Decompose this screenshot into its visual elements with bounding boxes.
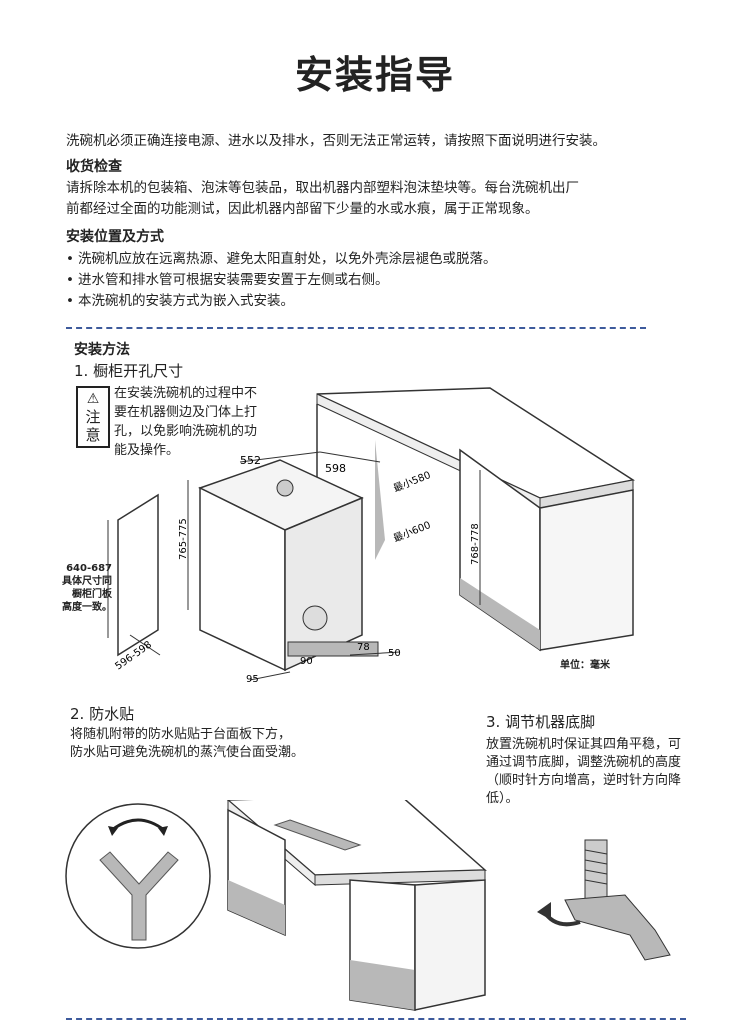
step3-heading: 3. 调节机器底脚 bbox=[486, 713, 596, 731]
waterproof-sticker bbox=[273, 819, 362, 851]
receiving-line-1: 请拆除本机的包装箱、泡沫等包装品，取出机器内部塑料泡沫垫块等。每台洗碗机出厂 bbox=[66, 180, 579, 196]
position-bullet-3: 本洗碗机的安装方式为嵌入式安装。 bbox=[66, 291, 294, 311]
adjustable-foot bbox=[584, 839, 608, 901]
door-panel-note: 640-687 具体尺寸同 橱柜门板 高度一致。 bbox=[62, 563, 112, 613]
section-divider bbox=[66, 327, 646, 329]
unit-label: 单位：毫米 bbox=[560, 660, 610, 671]
cabinet-diagram: 552 598 最小580 最小600 765-775 768-778 596-… bbox=[107, 387, 635, 685]
position-heading: 安装位置及方式 bbox=[66, 229, 164, 245]
door-panel bbox=[117, 493, 159, 657]
step1-heading: 1. 橱柜开孔尺寸 bbox=[74, 362, 184, 380]
receiving-line-2: 前都经过全面的功能测试，因此机器内部留下少量的水或水痕，属于正常现象。 bbox=[66, 201, 539, 217]
warning-icon: ⚠ 注 意 bbox=[76, 386, 110, 448]
method-heading: 安装方法 bbox=[74, 342, 130, 358]
step3-line-4: 低）。 bbox=[486, 791, 519, 806]
wrench-icon bbox=[564, 894, 671, 961]
dim-78: 78 bbox=[357, 642, 370, 653]
step2-line-1: 将随机附带的防水贴贴于台面板下方， bbox=[70, 727, 292, 742]
warning-text: 在安装洗碗机的过程中不 要在机器侧边及门体上打 孔，以免影响洗碗机的功 能及操作… bbox=[114, 386, 258, 458]
dim-552: 552 bbox=[240, 454, 261, 467]
step3-line-1: 放置洗碗机时保证其四角平稳，可 bbox=[486, 737, 682, 752]
step3-line-2: 通过调节底脚，调整洗碗机的高度 bbox=[486, 755, 682, 770]
step3-line-3: （顺时针方向增高，逆时针方向降 bbox=[486, 773, 682, 788]
bend-arrow-icon bbox=[111, 818, 165, 832]
dim-90: 90 bbox=[300, 656, 313, 667]
position-bullet-1: 洗碗机应放在远离热源、避免太阳直射处，以免外壳涂层褪色或脱落。 bbox=[66, 249, 497, 269]
bottom-divider bbox=[66, 1018, 686, 1020]
dim-765: 765-775 bbox=[178, 518, 189, 560]
step2-line-2: 防水贴可避免洗碗机的蒸汽使台面受潮。 bbox=[70, 745, 305, 760]
position-bullet-2: 进水管和排水管可根据安装需要安置于左侧或右侧。 bbox=[66, 270, 389, 290]
page-title: 安装指导 bbox=[294, 53, 455, 97]
dim-95: 95 bbox=[246, 674, 259, 685]
foot-adjust-diagram bbox=[537, 839, 671, 961]
dim-598: 598 bbox=[325, 462, 346, 475]
sticker-callout bbox=[65, 803, 211, 949]
step2-heading: 2. 防水贴 bbox=[70, 705, 135, 723]
receiving-heading: 收货检查 bbox=[66, 159, 122, 175]
dim-600: 最小600 bbox=[392, 519, 433, 545]
dim-50: 50 bbox=[388, 648, 401, 659]
dishwasher-side bbox=[284, 496, 363, 672]
intro-text: 洗碗机必须正确连接电源、进水以及排水，否则无法正常运转，请按照下面说明进行安装。 bbox=[66, 133, 606, 149]
dim-768: 768-778 bbox=[470, 523, 481, 565]
dim-580: 最小580 bbox=[392, 469, 433, 495]
waterproof-diagram bbox=[65, 800, 487, 1011]
